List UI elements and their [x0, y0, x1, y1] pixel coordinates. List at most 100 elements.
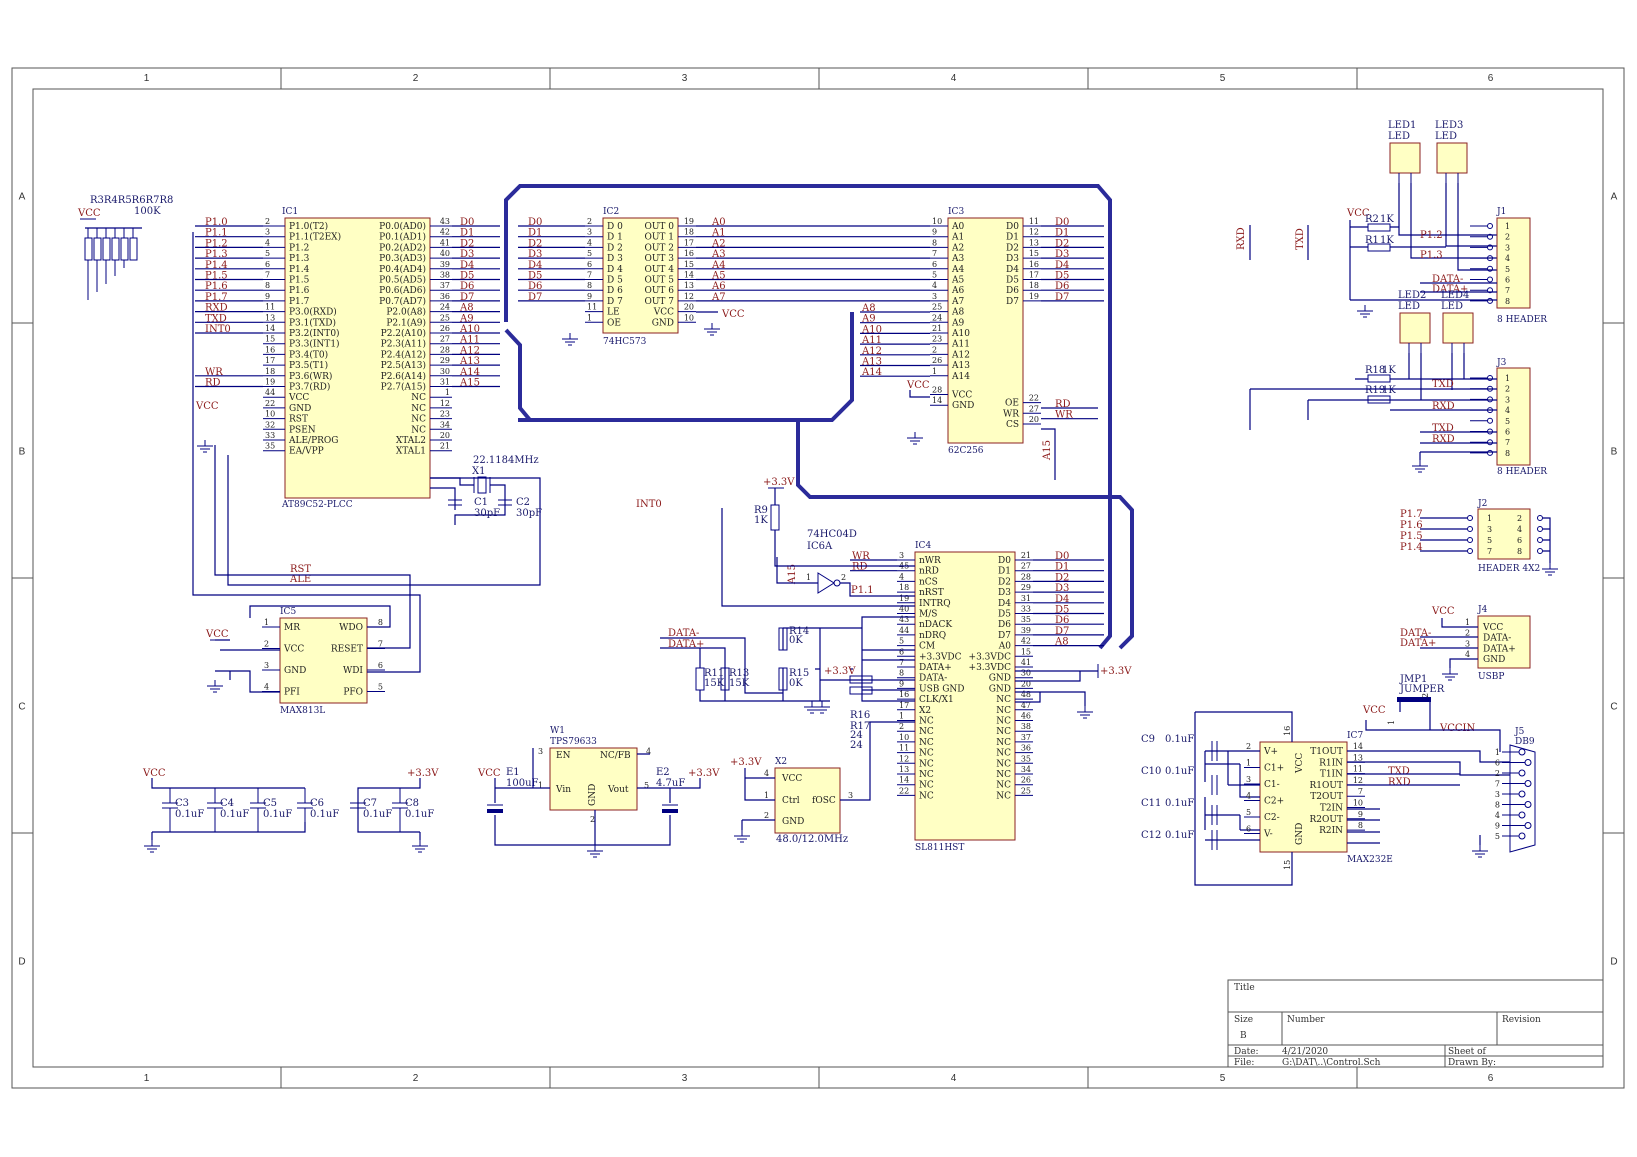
ic3-right-pin-name-5: D5 [1006, 276, 1019, 286]
j1-net-dataplus: DATA+ [1432, 284, 1468, 295]
ic3-cs-wire [1041, 428, 1056, 480]
ic7-right-pin-num-6: 9 [1358, 810, 1363, 819]
ic3-left-pin-num-14: 1 [932, 367, 937, 376]
ic3-addr-net-6: A14 [861, 367, 882, 378]
ic4-left-pin-name-22: NC [919, 791, 934, 801]
rpack-resistor-4 [120, 237, 129, 261]
j2-left-num-1: 3 [1487, 525, 1492, 534]
ic3-right-pin-name-10: CS [1006, 420, 1019, 430]
ic4-right-pin-name-9: +3.3VDC [969, 652, 1012, 662]
j3-net-txd1: TXD [1432, 379, 1454, 390]
ic2-left-pin-name-8: LE [607, 308, 620, 318]
ic4-net-right-5: D5 [1055, 605, 1069, 616]
ic3-left-pin-name-10: A10 [951, 329, 970, 339]
ic4-right-pin-name-7: D7 [998, 631, 1011, 641]
ic2-right-pin-name-9: GND [652, 318, 674, 328]
ic1-net-left-5: P1.5 [205, 271, 228, 282]
oscillator-pin-fosc: fOSC [812, 796, 836, 806]
ic4-left-pin-num-9: 6 [899, 647, 904, 656]
ic7-ref: IC7 [1347, 731, 1363, 741]
ic4-right-pin-name-15: NC [996, 717, 1011, 727]
tb-date-label: Date: [1234, 1047, 1259, 1057]
ic4-left-pin-name-2: nCS [919, 577, 938, 587]
ic4-left-pin-name-21: NC [919, 781, 934, 791]
ic1-left-pin-num-16: 44 [265, 388, 275, 397]
regulator-wires [494, 748, 701, 846]
ic7-cap-c10: C10 [1141, 766, 1161, 777]
j1-vcc: VCC [1346, 208, 1370, 219]
ic1-left-pin-name-16: VCC [288, 393, 309, 403]
ic4-left-pin-num-6: 43 [899, 615, 909, 624]
ic2-part: 74HC573 [603, 337, 647, 347]
ic7-right-pin-name-2: T1IN [1320, 770, 1343, 780]
ic2-out-net-0: A0 [711, 217, 726, 228]
decap-value-2: 0.1uF [263, 809, 292, 820]
ic5-left-pin-name-0: MR [284, 623, 300, 633]
j3-body [1496, 367, 1531, 466]
ic1-net-right-3: D3 [460, 249, 474, 260]
ic2-out-net-5: A5 [711, 271, 726, 282]
regulator-ref: W1 [550, 726, 565, 736]
r9-body [770, 504, 780, 531]
ic1-right-pin-num-15: 31 [440, 378, 450, 387]
rpack-resistor-3 [111, 237, 120, 261]
ic7-left-pin-name-5: V- [1263, 830, 1273, 840]
ic3-left-pin-name-13: A13 [951, 361, 970, 371]
ic1-left-pin-num-18: 10 [265, 410, 275, 419]
zone-col-top-3: 3 [682, 73, 688, 84]
ic3-left-pin-name-12: A12 [951, 350, 970, 360]
ic1-right-pin-num-9: 25 [440, 313, 450, 322]
ic1-left-pin-name-17: GND [289, 404, 311, 414]
zone-col-top-2: 2 [413, 73, 419, 84]
regulator-num-en: 3 [538, 747, 543, 756]
r18-ref: R18 [1365, 365, 1385, 376]
ic4-left-pin-num-22: 22 [899, 786, 909, 795]
ic3-cs-net: A15 [1042, 440, 1053, 461]
ic7-vcc-num: 16 [1283, 726, 1292, 736]
oscillator-pin-vcc: VCC [781, 774, 802, 784]
decap-ref-3: C6 [310, 798, 324, 809]
ic4-usb-host: IC4 SL811HST nWR3nRD45nCS4nRST18INTRQ19M… [850, 541, 1104, 853]
r11-ref: R11 [704, 668, 724, 679]
ic2-left-pin-num-1: 3 [587, 228, 592, 237]
ic7-left-pin-name-0: V+ [1263, 747, 1278, 757]
ic1-left-pin-num-12: 16 [265, 345, 275, 354]
ic1-right-pin-num-12: 28 [440, 345, 450, 354]
ic7-right-pin-name-4: T2OUT [1310, 792, 1343, 802]
ic1-right-pin-num-1: 42 [440, 228, 450, 237]
ic1-right-pin-name-13: P2.5(A13) [381, 360, 426, 371]
ic2-left-pin-num-4: 6 [587, 260, 592, 269]
ic1-right-pin-num-20: 20 [440, 431, 450, 440]
regulator-w1: W1 TPS79633 EN NC/FB Vin GND Vout 3 4 1 … [477, 726, 720, 846]
j4-pin-num-1: 2 [1465, 629, 1470, 638]
inverter-net-in: A15 [787, 564, 798, 585]
regulator-num-vin: 1 [538, 781, 543, 790]
r17-ref: R17 [850, 721, 870, 732]
ic2-in-net-4: D4 [528, 260, 542, 271]
ic1-right-pin-name-5: P0.5(AD5) [379, 275, 426, 286]
crystal-x1: 22.1184MHz X1 C1 30pF C2 30pF [430, 455, 542, 525]
j2-net-2: P1.5 [1400, 531, 1423, 542]
ic7-left-pin-num-3: 4 [1246, 792, 1251, 801]
oscillator-freq: 48.0/12.0MHz [776, 834, 848, 845]
r19-value: 1K [1382, 385, 1396, 396]
jumper-jmp1: JMP1 JUMPER 1 2 [1387, 674, 1445, 730]
ic2-right-pin-name-0: OUT 0 [644, 222, 674, 232]
tb-size-value: B [1240, 1031, 1247, 1041]
ic2-right-pin-num-2: 17 [684, 238, 694, 247]
ic1-left-pin-name-5: P1.5 [289, 276, 310, 286]
ic3-left-pin-num-2: 8 [932, 238, 937, 247]
ic4-left-pin-name-6: nDACK [919, 620, 952, 630]
ic3-left-pin-name-4: A4 [951, 265, 964, 275]
ic4-body [914, 551, 1016, 841]
regulator-pin-en: EN [556, 751, 571, 761]
ic4-supply-wires [1015, 670, 1098, 706]
ic1-net-right-14: A14 [459, 367, 480, 378]
j3-pin-num-4: 5 [1505, 417, 1510, 426]
crystal-body [477, 476, 487, 494]
ic7-cap-c10-value: 0.1uF [1165, 766, 1194, 777]
ic2-left-pin-name-6: D 6 [607, 286, 623, 296]
zone-row-left-B: B [19, 447, 26, 458]
j2-right-pin-2 [1537, 537, 1543, 543]
ic4-net-right-3: D3 [1055, 583, 1069, 594]
